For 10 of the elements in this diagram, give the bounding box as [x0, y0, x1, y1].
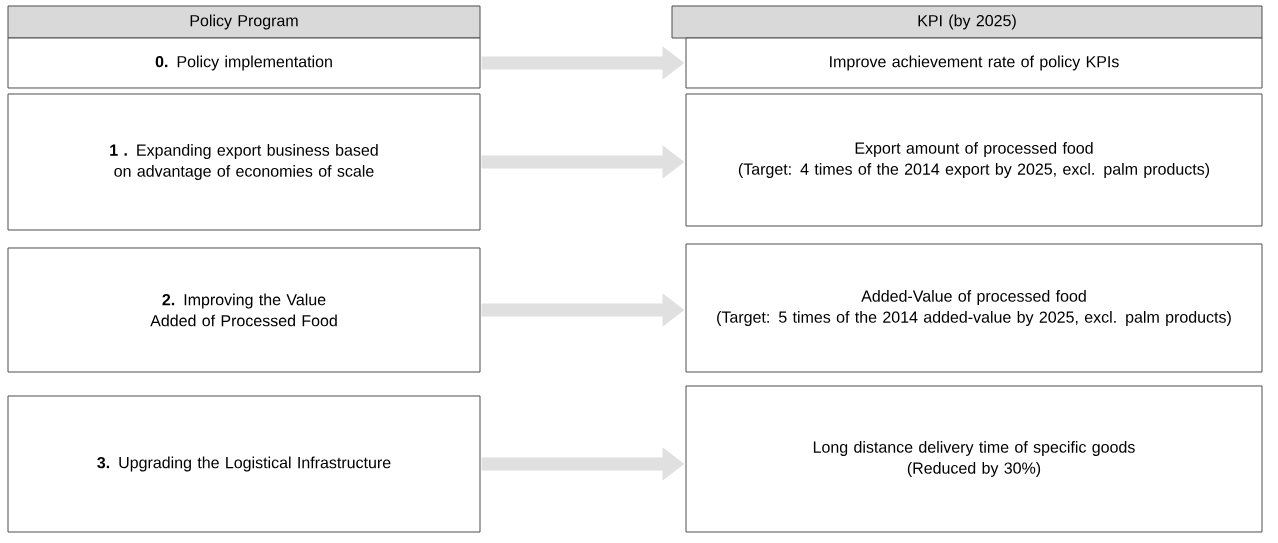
text-box: Added-Value of processed food (Target: 5 times of the 2014 added-value by 2025, excl. palm products) [685, 243, 1263, 373]
text-box: 1 . Expanding export business based on advantage of economies of scale [7, 93, 481, 231]
text-box: 3. Upgrading the Logistical Infrastructure [7, 395, 481, 533]
column-header: Policy Program [7, 5, 481, 39]
text-box: Export amount of processed food (Target: 4 times of the 2014 export by 2025, excl. palm products) [685, 93, 1263, 227]
column-header: KPI (by 2025) [671, 5, 1263, 39]
text-box: 0. Policy implementation [7, 37, 481, 89]
text-box: Long distance delivery time of specific goods (Reduced by 30%) [685, 385, 1263, 533]
text-box: Improve achievement rate of policy KPIs [685, 37, 1263, 89]
text-box: 2. Improving the Value Added of Processed Food [7, 247, 481, 373]
